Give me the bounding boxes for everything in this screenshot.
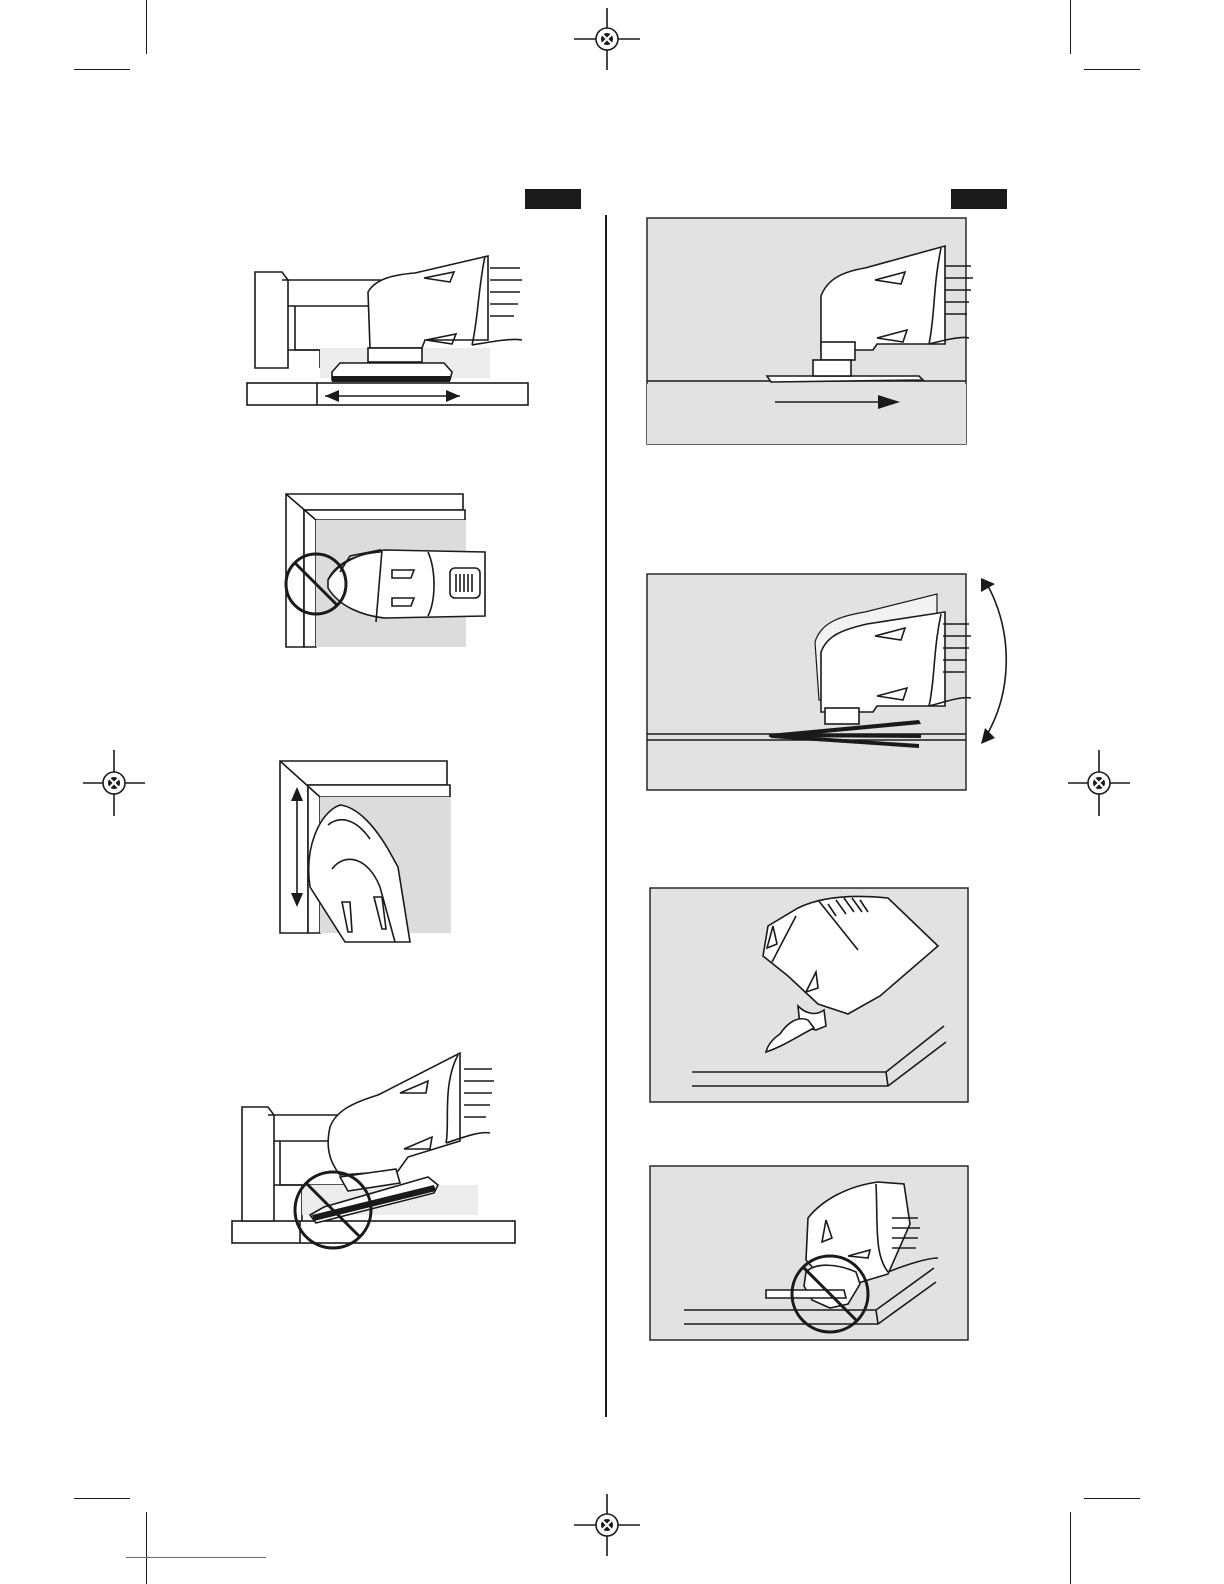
figure-sanding-tilted-wrong bbox=[228, 1045, 528, 1255]
figure-sanding-flat-surface bbox=[240, 240, 540, 410]
figure-blade-angle-adjustment bbox=[645, 572, 1015, 794]
crop-mark bbox=[1084, 69, 1140, 70]
crop-mark bbox=[74, 69, 130, 70]
figure-tag-left bbox=[525, 189, 581, 209]
figure-sanding-along-edge bbox=[270, 757, 460, 947]
crop-mark bbox=[1070, 1512, 1071, 1584]
figure-scraping-surface bbox=[648, 886, 972, 1106]
registration-mark-icon bbox=[83, 750, 145, 816]
registration-mark-icon bbox=[574, 8, 640, 70]
registration-mark-icon bbox=[1068, 750, 1130, 816]
figure-tag-right bbox=[951, 189, 1007, 209]
figure-plunge-cut-wrong bbox=[648, 1164, 972, 1344]
figure-flush-cutting-with-blade bbox=[645, 216, 975, 448]
crop-mark bbox=[146, 0, 147, 54]
crop-mark bbox=[146, 1512, 147, 1584]
registration-mark-icon bbox=[574, 1494, 640, 1556]
column-divider bbox=[605, 215, 607, 1417]
crop-mark bbox=[1084, 1498, 1140, 1499]
accent-line bbox=[126, 1557, 266, 1558]
crop-mark bbox=[74, 1498, 130, 1499]
figure-sanding-corner-tip-wrong bbox=[280, 490, 490, 655]
crop-mark bbox=[1070, 0, 1071, 54]
